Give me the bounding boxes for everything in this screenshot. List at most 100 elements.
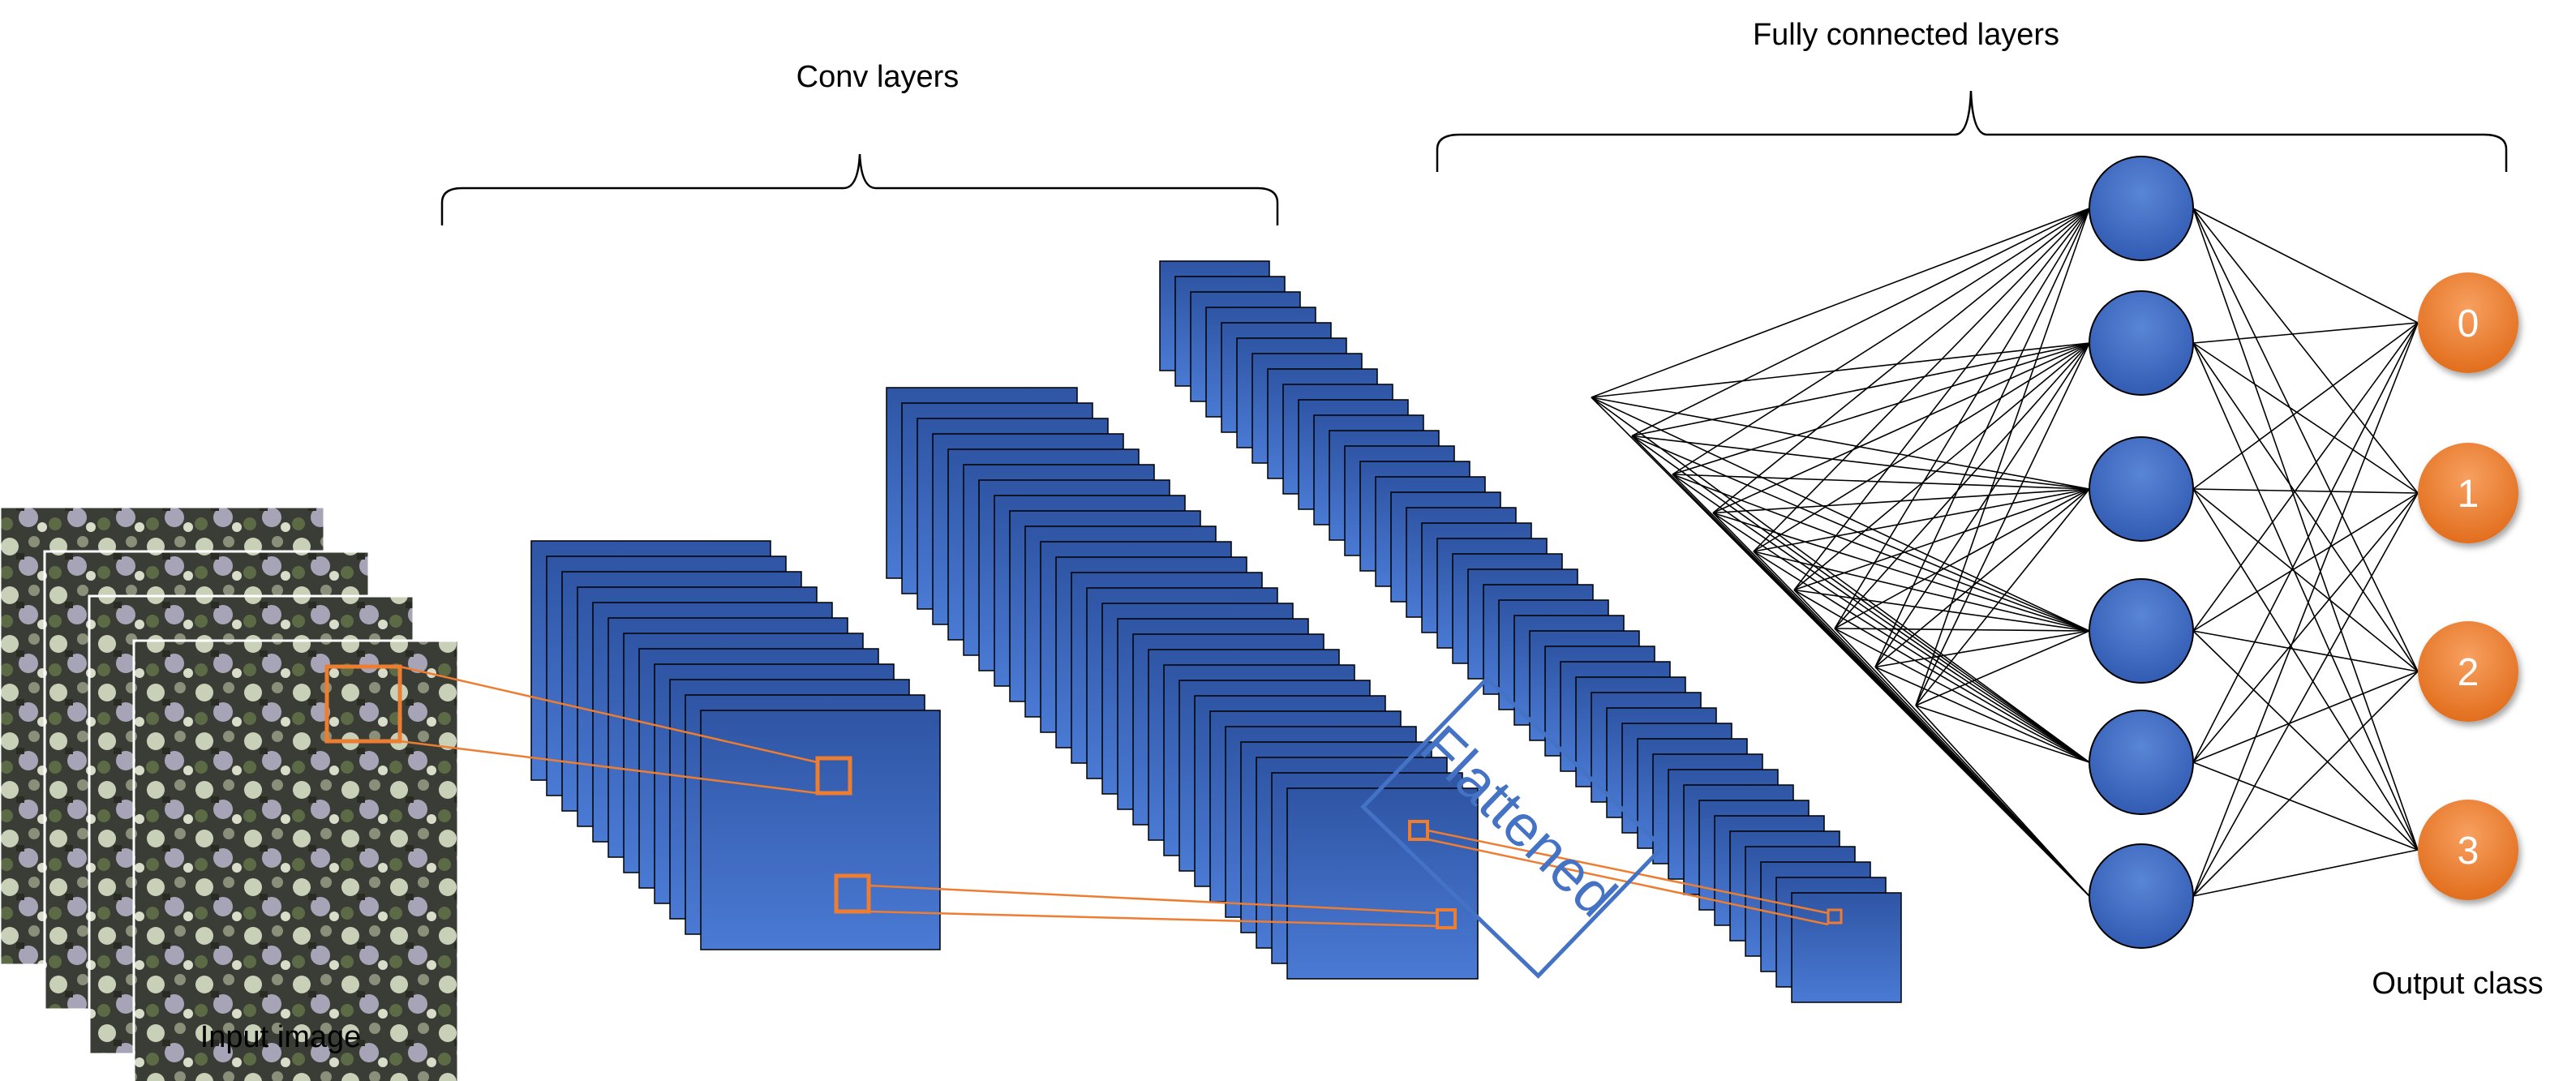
hidden-node	[2089, 843, 2194, 949]
hidden-node	[2089, 156, 2194, 261]
fc-edge	[2192, 322, 2419, 897]
fc-edge	[2192, 342, 2419, 672]
fc-edge	[1591, 397, 2090, 763]
fc-edge	[2192, 322, 2419, 490]
fc-edge	[2192, 488, 2419, 494]
fc-edge	[2192, 761, 2419, 851]
fc-edge	[2192, 671, 2419, 763]
fc-edge	[2192, 322, 2419, 763]
fc-edge	[1712, 512, 2090, 763]
connector-line	[399, 665, 818, 764]
connector-line	[1427, 829, 1829, 915]
input-image-frame	[132, 639, 460, 1081]
conv3-receptive-box	[1827, 908, 1843, 924]
conv1-receptive-box	[815, 756, 852, 796]
fc-edge	[2192, 322, 2419, 632]
fc-edge	[1874, 666, 2090, 763]
fc-edge	[1874, 488, 2090, 668]
fc-edge	[2192, 492, 2419, 632]
fully-connected-brace	[1436, 90, 2508, 172]
fc-edge	[1834, 488, 2090, 629]
fc-edge	[1915, 630, 2090, 706]
fc-edge	[1712, 342, 2090, 514]
fc-edge	[1672, 208, 2090, 475]
fc-edge	[2192, 630, 2419, 851]
fc-edge	[2192, 208, 2419, 851]
fc-edge	[1793, 342, 2090, 591]
input-receptive-box	[324, 664, 402, 744]
hidden-layer-nodes	[2089, 156, 2194, 949]
fc-edge	[1631, 435, 2090, 490]
fc-edge	[1753, 488, 2090, 552]
fc-edge	[1793, 589, 2090, 632]
fc-edge	[1834, 628, 2090, 632]
output-node-circle	[2418, 443, 2518, 543]
fc-edge	[1915, 342, 2090, 706]
fc-edge	[2192, 492, 2419, 897]
fc-edge	[1874, 208, 2090, 667]
hidden-node	[2089, 290, 2194, 396]
fc-edge	[1591, 397, 2090, 490]
hidden-node	[2089, 578, 2194, 684]
fc-edge	[1591, 208, 2090, 398]
conv3-feature-map	[1791, 892, 1902, 1003]
connector-line	[868, 884, 1438, 915]
fc-edge	[1915, 705, 2090, 897]
conv1-feature-map	[700, 710, 941, 950]
fc-edge	[2192, 208, 2419, 672]
fc-edge	[1793, 208, 2090, 590]
fully-connected-layers-label: Fully connected layers	[1752, 18, 2060, 52]
fc-edge	[1793, 488, 2090, 591]
output-class-label: Output class	[2372, 967, 2544, 1001]
output-node-label: 2	[2458, 651, 2479, 694]
fc-edge	[1712, 208, 2090, 514]
conv1-receptive-box-2	[834, 873, 871, 914]
fc-edge	[1672, 474, 2090, 490]
output-node-circle	[2418, 800, 2518, 900]
fc-edge	[1834, 342, 2090, 629]
fc-edge	[1915, 208, 2090, 706]
output-node: 0	[2418, 272, 2518, 373]
fc-edge	[2192, 492, 2419, 763]
fc-edge	[2192, 208, 2419, 494]
output-node-label: 1	[2458, 473, 2479, 516]
fc-edge	[2192, 342, 2419, 851]
output-node-label: 0	[2458, 302, 2479, 345]
fc-edge	[1631, 208, 2090, 437]
conv2-receptive-box	[1436, 908, 1457, 929]
fc-edge	[2192, 630, 2419, 672]
conv-layer-1-stack	[530, 540, 941, 950]
receptive-field-connectors	[324, 664, 1843, 929]
fc-edge	[1915, 488, 2090, 706]
connector-line	[399, 740, 818, 795]
fc-edge	[1591, 342, 2090, 398]
output-node: 2	[2418, 621, 2518, 722]
fc-edge	[1631, 342, 2090, 437]
fc-edge	[1753, 551, 2090, 763]
fc-edge	[1915, 705, 2090, 763]
output-node-circle	[2418, 621, 2518, 722]
fc-edge	[2192, 208, 2419, 324]
output-node-circle	[2418, 272, 2518, 373]
fc-edge	[1631, 435, 2090, 632]
connector-line	[868, 910, 1438, 928]
fc-edge	[2192, 322, 2419, 344]
fc-edge	[2192, 849, 2419, 897]
conv-layer-2-stack	[886, 387, 1479, 980]
fully-connected-edges	[1591, 208, 2419, 897]
hidden-node	[2089, 436, 2194, 542]
input-image-label: Input image	[200, 1020, 362, 1054]
conv2-feature-map	[1286, 787, 1479, 980]
fc-edge	[1834, 628, 2090, 763]
input-image-stack	[0, 505, 460, 1081]
fc-edge	[2192, 488, 2419, 672]
fc-edge	[1874, 630, 2090, 668]
fc-edge	[1753, 551, 2090, 632]
conv-layer-3-stack	[1159, 260, 1902, 1003]
fc-edge	[2192, 671, 2419, 897]
fc-edge	[1672, 342, 2090, 475]
fc-edge	[2192, 488, 2419, 851]
hidden-node	[2089, 710, 2194, 815]
